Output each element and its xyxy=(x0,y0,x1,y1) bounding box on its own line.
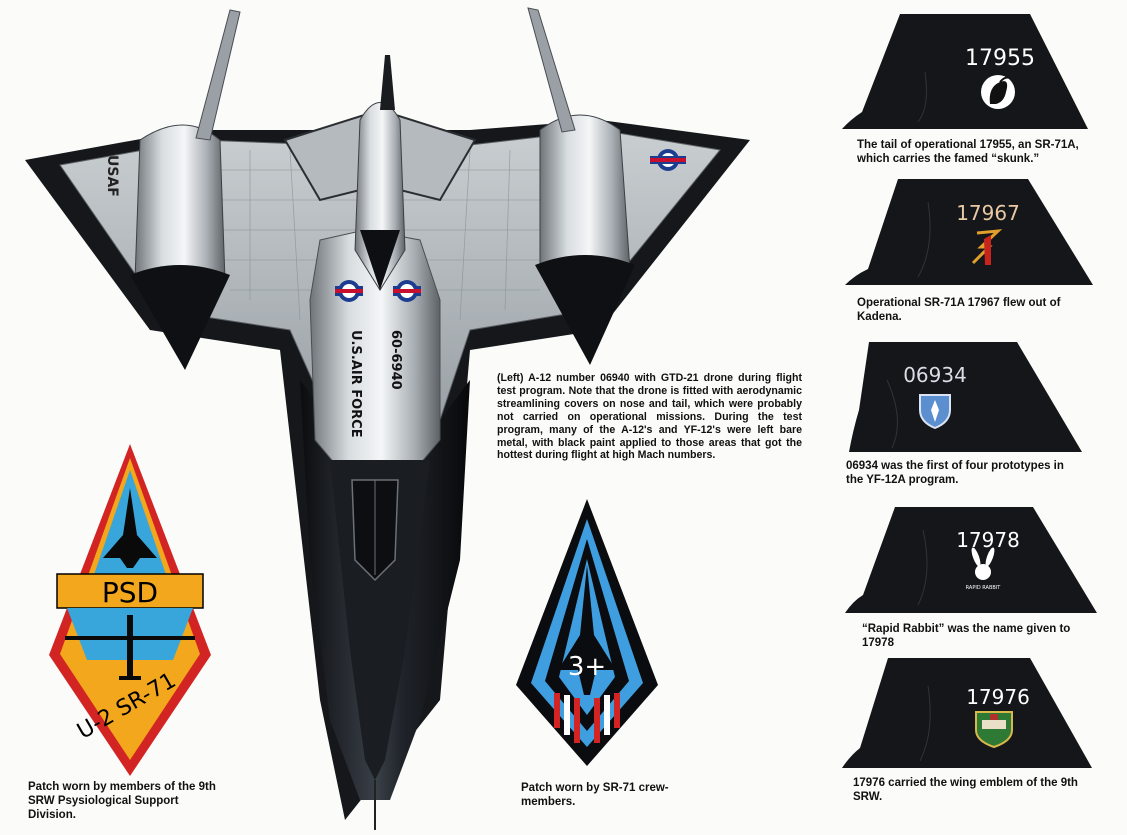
rabbit-emblem-text: RAPID RABBIT xyxy=(966,585,1002,591)
lightning-1-icon xyxy=(971,229,1003,265)
psd-patch-caption: Patch worn by members of the 9th SRW Psy… xyxy=(28,781,216,821)
shield-icon xyxy=(919,394,951,430)
tail-17978: 17978 RAPID RABBIT xyxy=(845,507,1097,613)
tail-17967-caption: Operational SR-71A 17967 flew out of Kad… xyxy=(857,297,1061,323)
sr71-silhouette xyxy=(103,488,157,568)
main-caption: (Left) A-12 number 06940 with GTD-21 dro… xyxy=(497,372,802,462)
tail-number: 17967 xyxy=(956,201,1020,225)
wing-text-usaf: USAF xyxy=(104,155,120,197)
wing-emblem-icon xyxy=(975,711,1013,749)
left-vertical-fin xyxy=(195,9,241,141)
tail-17955-caption: The tail of operational 17955, an SR-71A… xyxy=(857,139,1079,165)
skunk-icon xyxy=(981,75,1015,109)
tail-number: 06934 xyxy=(903,363,967,387)
tail-17978-caption: “Rapid Rabbit” was the name given to 179… xyxy=(862,623,1071,649)
psd-patch-top-text: PSD xyxy=(102,576,158,609)
right-wing-roundel xyxy=(650,149,686,171)
fuselage-text-usaf: U.S.AIR FORCE xyxy=(348,330,363,438)
tail-number: 17955 xyxy=(965,46,1035,71)
tail-17976-caption: 17976 carried the wing emblem of the 9th… xyxy=(853,777,1078,803)
fuselage-roundel-left xyxy=(335,280,363,302)
fuselage-serial: 60-6940 xyxy=(388,330,403,390)
a12-aircraft-illustration: U.S.AIR FORCE 60-6940 USAF xyxy=(25,7,750,830)
left-engine-spike xyxy=(130,265,230,370)
rabbit-icon xyxy=(971,547,995,580)
drone-nose xyxy=(360,230,400,290)
tail-17955: 17955 xyxy=(842,14,1088,129)
drone-tail xyxy=(380,55,395,110)
tail-number: 17976 xyxy=(966,685,1030,709)
crew-patch-text: 3+ xyxy=(568,652,606,682)
tail-06934: 06934 xyxy=(849,342,1082,452)
right-vertical-fin xyxy=(527,7,576,133)
crew-patch-caption: Patch worn by SR-71 crew-members. xyxy=(521,782,669,808)
tail-17967: 17967 xyxy=(845,179,1093,285)
psd-patch: PSD U-2 SR-71 xyxy=(49,444,211,776)
crew-patch: 3+ xyxy=(516,499,658,766)
tail-06934-caption: 06934 was the first of four prototypes i… xyxy=(846,460,1064,486)
u2-silhouette xyxy=(65,615,195,680)
fuselage-roundel-right xyxy=(393,280,421,302)
red-white-stripes xyxy=(554,693,620,743)
sr71-silhouette xyxy=(558,565,616,695)
right-engine-spike xyxy=(535,255,635,365)
tail-number: 17978 xyxy=(956,528,1020,552)
tail-17976: 17976 xyxy=(842,658,1092,768)
